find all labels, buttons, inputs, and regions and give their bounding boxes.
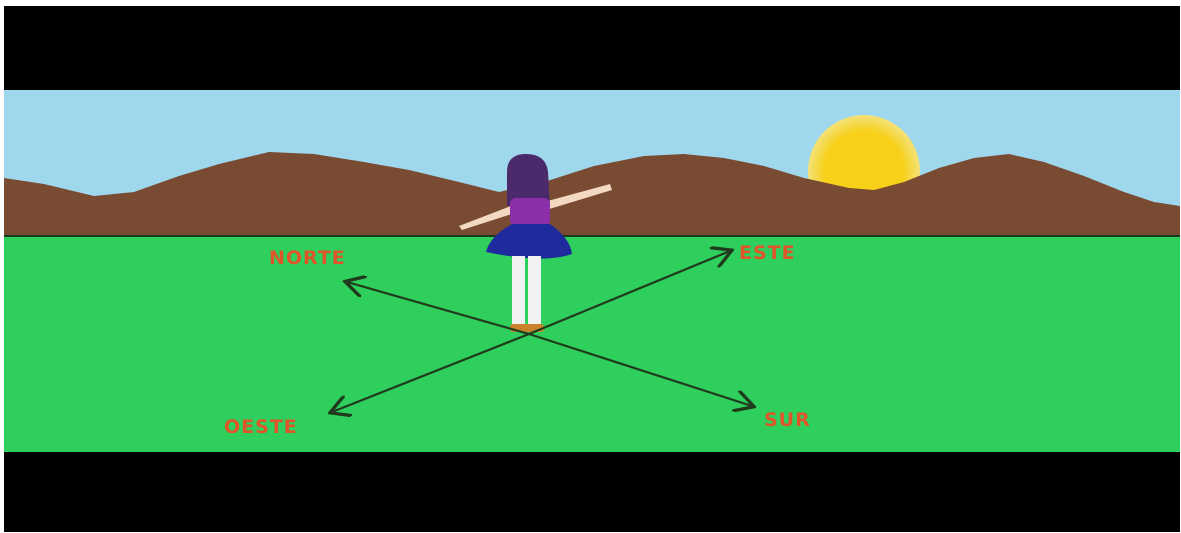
- cardinal-directions-scene: NORTE ESTE OESTE SUR: [4, 6, 1180, 532]
- scene-frame: NORTE ESTE OESTE SUR: [4, 6, 1180, 532]
- left-leg: [512, 256, 525, 326]
- label-west: OESTE: [224, 416, 298, 438]
- label-south: SUR: [764, 409, 811, 431]
- label-north: NORTE: [269, 247, 346, 269]
- label-east: ESTE: [739, 242, 796, 264]
- grass: [4, 236, 1180, 452]
- top: [510, 198, 550, 226]
- right-leg: [528, 256, 541, 326]
